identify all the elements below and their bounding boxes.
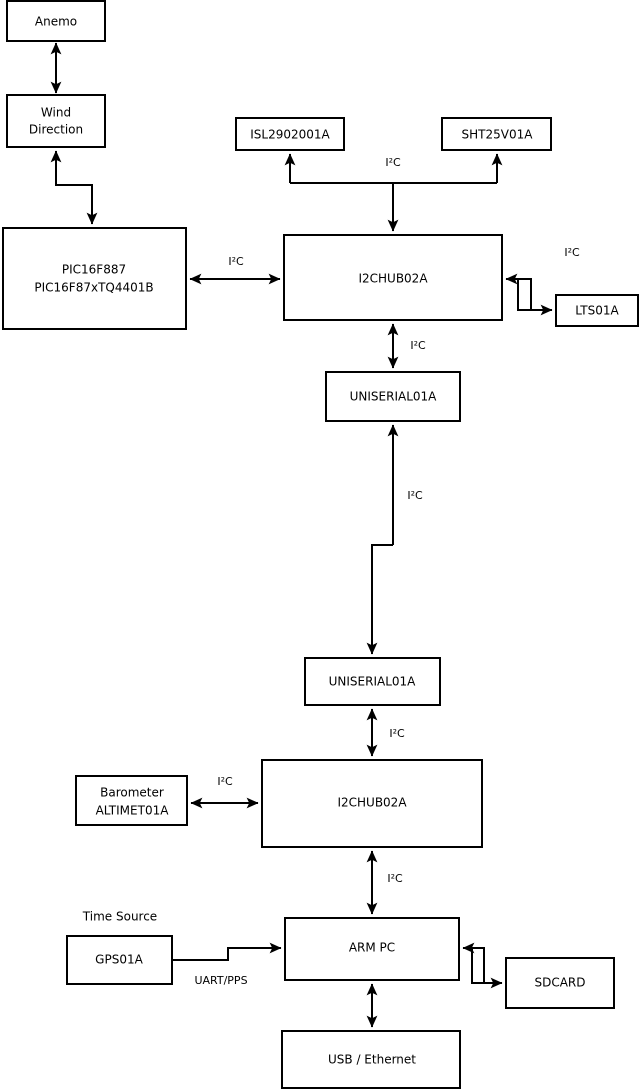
node-uniserial01a-lower[interactable]: UNISERIAL01A (304, 657, 441, 706)
connector-sdcard-to-armpc (462, 942, 485, 983)
edge-label-i2c-uniserial-hub: I²C (389, 727, 405, 740)
node-pic-label-line2: PIC16F87xTQ4401B (34, 281, 153, 295)
connector-gps-armpc (172, 942, 282, 961)
edge-label-i2c-hub-armpc: I²C (387, 872, 403, 885)
node-lts01a-label: LTS01A (575, 304, 619, 318)
connector-uniserial-down (366, 544, 393, 655)
node-pic-microcontroller[interactable]: PIC16F887 PIC16F87xTQ4401B (2, 227, 187, 330)
node-wind-direction-label-line1: Wind (41, 106, 71, 120)
node-sht25v01a[interactable]: SHT25V01A (441, 117, 552, 151)
node-wind-direction-label-line2: Direction (29, 123, 83, 137)
node-uniserial01a-lower-label: UNISERIAL01A (329, 675, 417, 689)
node-barometer-label-line2: ALTIMET01A (96, 804, 170, 818)
node-i2chub02a-bottom-label: I2CHUB02A (337, 796, 407, 810)
node-pic-label-line1: PIC16F887 (62, 263, 126, 277)
node-barometer-label-line1: Barometer (100, 786, 164, 800)
node-uniserial01a-upper-label: UNISERIAL01A (350, 390, 438, 404)
node-lts01a[interactable]: LTS01A (555, 294, 639, 327)
node-isl2902001a-label: ISL2902001A (250, 128, 330, 142)
node-wind-direction[interactable]: Wind Direction (6, 94, 106, 148)
node-arm-pc[interactable]: ARM PC (284, 917, 460, 981)
node-i2chub02a-top[interactable]: I2CHUB02A (283, 234, 503, 321)
node-arm-pc-label: ARM PC (349, 941, 395, 955)
node-gps01a[interactable]: GPS01A (66, 935, 173, 985)
connector-wind-to-pic (55, 151, 98, 225)
node-i2chub02a-top-label: I2CHUB02A (358, 272, 428, 286)
edge-label-i2c-isl-sht: I²C (385, 156, 401, 169)
edge-label-i2c-hub-uniserial: I²C (410, 339, 426, 352)
edge-label-i2c-pic-hub: I²C (228, 255, 244, 268)
connector-hub-to-lts (506, 278, 553, 316)
connector-pic-to-wind (50, 150, 92, 186)
node-sht25v01a-label: SHT25V01A (462, 128, 534, 142)
edge-label-uart-pps: UART/PPS (194, 974, 247, 987)
edge-label-i2c-uniserial-link: I²C (407, 489, 423, 502)
node-sdcard[interactable]: SDCARD (505, 957, 615, 1009)
node-anemo-label: Anemo (35, 15, 77, 29)
node-usb-ethernet[interactable]: USB / Ethernet (281, 1030, 461, 1089)
node-gps01a-label: GPS01A (95, 953, 143, 967)
edge-label-i2c-hub-lts: I²C (564, 246, 580, 259)
edge-label-i2c-barometer-hub: I²C (217, 775, 233, 788)
node-uniserial01a-upper[interactable]: UNISERIAL01A (325, 371, 461, 422)
node-anemo[interactable]: Anemo (6, 0, 106, 42)
node-isl2902001a[interactable]: ISL2902001A (235, 117, 345, 151)
label-time-source: Time Source (82, 910, 157, 924)
node-sdcard-label: SDCARD (534, 976, 585, 990)
node-usb-ethernet-label: USB / Ethernet (328, 1053, 416, 1067)
node-barometer[interactable]: Barometer ALTIMET01A (75, 775, 188, 826)
node-i2chub02a-bottom[interactable]: I2CHUB02A (261, 759, 483, 848)
connector-armpc-to-sdcard (463, 947, 503, 989)
